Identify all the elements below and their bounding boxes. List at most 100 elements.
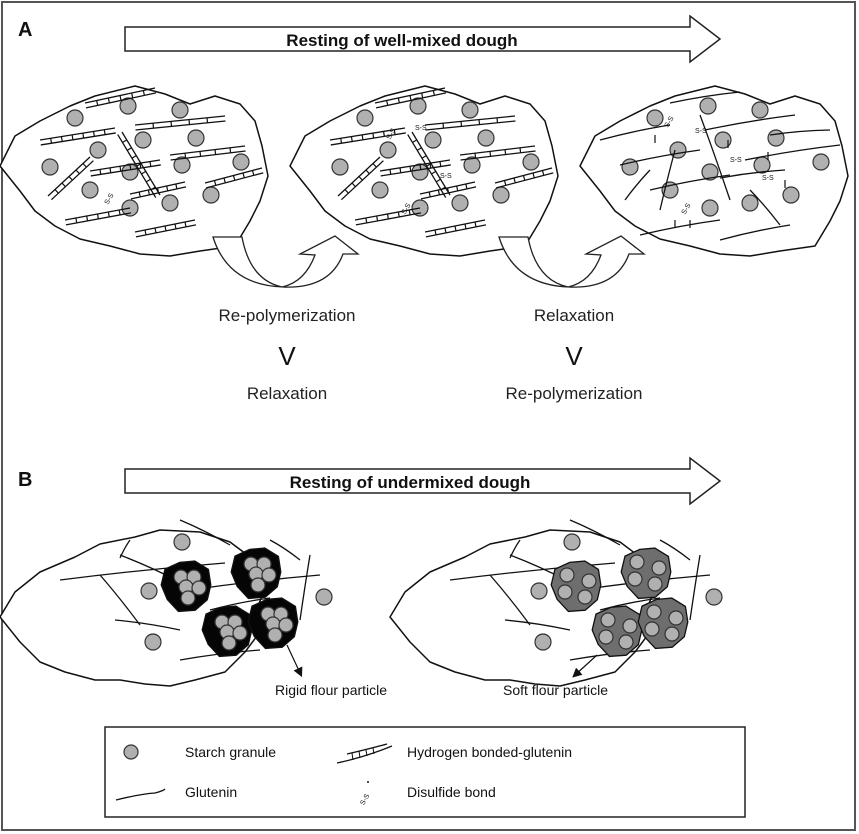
starch-granule (140, 582, 158, 600)
starch-granule (232, 625, 248, 641)
undermixed-dough-rigid (0, 519, 333, 687)
starch-granule (232, 153, 250, 171)
hbond-rung (68, 176, 73, 181)
hbond-rung (421, 155, 427, 159)
starch-granule (664, 626, 680, 642)
hbond-rung (532, 172, 535, 178)
starch-granule (191, 580, 207, 596)
legend-label-starch: Starch granule (185, 744, 276, 760)
hbond-rung (504, 149, 507, 155)
hbond-rung (99, 169, 102, 175)
rigid-particle-callout: Rigid flour particle (275, 682, 387, 698)
starch-granule (714, 131, 732, 149)
disulfide-bond: S-S (440, 173, 452, 180)
starch-granule (41, 158, 59, 176)
hbond-rung (426, 162, 432, 167)
hbond-rung (439, 161, 442, 167)
hbond-strand (380, 164, 451, 177)
hbond-rung (82, 133, 85, 139)
hbond-rung (372, 133, 375, 139)
hbond-rung (50, 138, 53, 144)
legend-item-starch: Starch granule (123, 744, 276, 760)
starch-granule (559, 567, 575, 583)
glutenin-strand (769, 129, 831, 136)
hbond-rung (372, 163, 377, 168)
hbond-rung (54, 189, 59, 194)
starch-granule (618, 634, 634, 650)
disulfide-bond: S-S (695, 128, 707, 135)
hbond-strand (135, 120, 226, 131)
glutenin-strand (719, 224, 791, 241)
starch-granule (644, 621, 660, 637)
hbond-strand (460, 150, 536, 161)
legend-label-glutenin: Glutenin (185, 784, 237, 800)
glutenin-strand (744, 144, 841, 161)
hbond-rung (419, 164, 422, 170)
hbond-rung (82, 163, 87, 168)
hbond-rung (397, 211, 400, 218)
starch-granule (173, 156, 191, 174)
hbond-rung (147, 189, 150, 196)
starch-granule (530, 582, 548, 600)
hbond-rung (350, 136, 353, 142)
glutenin-strand (704, 114, 796, 131)
rigid-particle-pointer (286, 644, 303, 678)
panel-a-label: A (18, 19, 32, 41)
glutenin-strand (179, 519, 231, 546)
hbond-rung (386, 100, 389, 106)
starch-granule (371, 181, 389, 199)
starch-granule (577, 589, 593, 605)
curved-arrow-right (498, 235, 646, 288)
hbond-rung (184, 221, 187, 228)
starch-granule (741, 194, 759, 212)
hbond-rung (434, 229, 437, 236)
left-step-second: Relaxation (247, 384, 327, 403)
hbond-rung (86, 215, 89, 222)
hbond-rung (408, 209, 411, 216)
glutenin-strand (599, 597, 661, 611)
hbond-rung (440, 186, 446, 191)
starch-granule (331, 158, 349, 176)
starch-granule (622, 618, 638, 634)
glutenin-strand (504, 619, 571, 631)
hbond-rung (519, 147, 522, 153)
hbond-strand (39, 127, 116, 141)
right-step-first: Relaxation (534, 306, 614, 325)
glutenin-strand (99, 574, 141, 626)
hbond-rung (141, 170, 147, 175)
soft-particle-pointer (572, 654, 598, 678)
hbond-rung (397, 97, 400, 104)
starch-granule (461, 101, 479, 119)
glutenin-strand (114, 619, 181, 631)
hbond-rung (242, 172, 245, 178)
starch-granule (701, 199, 719, 217)
hbond-rung (344, 189, 349, 194)
hbond-rung (142, 90, 145, 96)
hbond-rung (435, 178, 441, 183)
starch-granule (267, 627, 283, 643)
glutenin-strand (449, 562, 616, 581)
hbond-rung (138, 191, 141, 198)
hbond-rung (174, 223, 177, 230)
starch-granule (668, 610, 684, 626)
glutenin-strand (669, 91, 741, 104)
starch-granule (119, 97, 137, 115)
hbond-rung (154, 227, 157, 234)
hbond-strand (379, 159, 451, 172)
starch-granule (161, 194, 179, 212)
hbond-strand (40, 132, 116, 146)
hbond-rung (107, 211, 110, 218)
hbond-rung (71, 134, 74, 140)
glutenin-strand (719, 169, 786, 179)
starch-granule (187, 129, 205, 147)
legend-label-hbond: Hydrogen bonded-glutenin (407, 744, 572, 760)
hbond-rung (131, 155, 137, 159)
starch-granule (424, 131, 442, 149)
hydrogen-bonded-glutenin-icon (336, 743, 393, 764)
glutenin-strand (489, 574, 531, 626)
panel-b-label: B (18, 469, 32, 491)
glutenin-strand (624, 169, 651, 201)
glutenin-strand (689, 554, 701, 621)
left-step-comparator: V (278, 341, 296, 371)
